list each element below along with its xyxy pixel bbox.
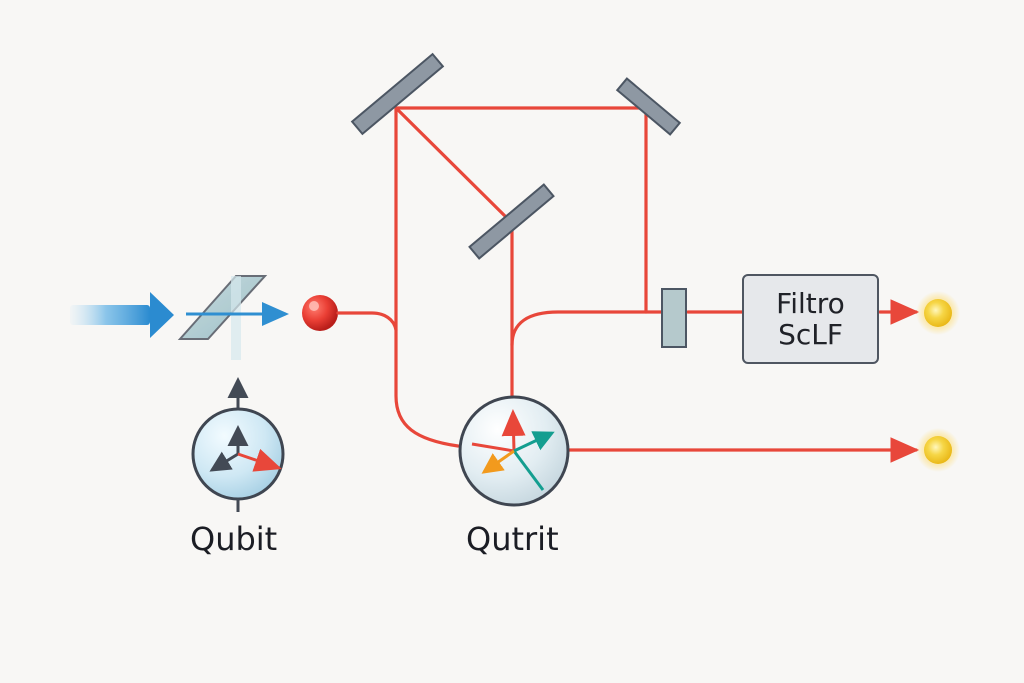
qutrit-label: Qutrit xyxy=(466,520,559,558)
qubit-bloch-sphere-icon xyxy=(191,377,285,512)
filter-label-line-2: ScLF xyxy=(778,318,843,351)
yellow-detector-icon xyxy=(916,428,960,472)
mirror-top-right xyxy=(615,77,682,136)
mirror-center xyxy=(468,183,555,260)
filter-label-line-1: Filtro xyxy=(776,286,845,320)
mirror-top-left xyxy=(350,52,445,136)
input-beam-arrow-icon xyxy=(70,292,174,338)
qubit-label: Qubit xyxy=(190,520,278,558)
red-photon-source-icon xyxy=(302,295,338,331)
phase-plate xyxy=(661,288,687,348)
filter-scfl-box: Filtro ScLF xyxy=(742,274,879,364)
yellow-detector-icon xyxy=(916,291,960,335)
beam-splitter-icon xyxy=(177,275,268,360)
qutrit-state-sphere-icon xyxy=(458,395,570,507)
